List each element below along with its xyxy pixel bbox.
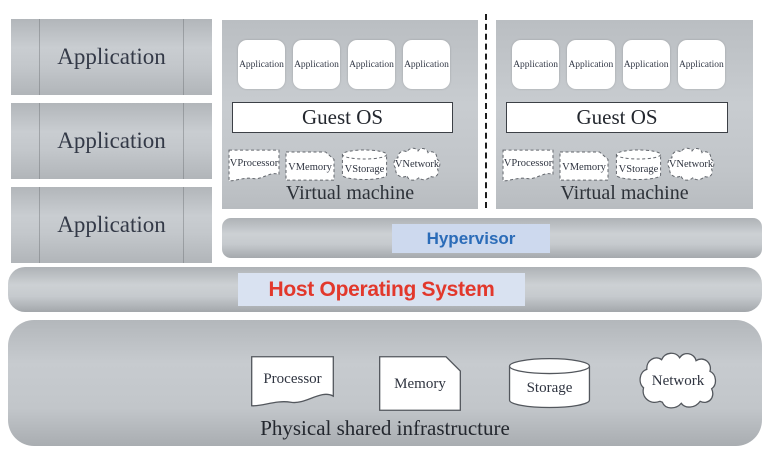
vm-divider-dashed-line [485,14,487,208]
vstorage-label: VStorage [618,164,659,175]
vmemory-shape: VMemory [285,151,335,181]
vprocessor-shape: VProcessor [228,149,280,184]
cloud-icon [392,147,442,182]
cylinder-icon [507,357,592,410]
card-icon [559,151,609,181]
cylinder-icon [341,149,388,181]
vm-application-box: Application [238,40,285,89]
virtual-machine-panel: Application Application Application Appl… [222,20,478,209]
vm-application-label: Application [513,59,559,70]
guest-os-label: Guest OS [301,105,384,129]
cylinder-icon [615,149,662,181]
host-application-box: Application [11,19,212,95]
document-icon [250,355,335,411]
physical-infrastructure-panel: Processor Memory Storage Network Physica… [8,320,762,446]
network-label: Network [651,372,705,389]
card-icon [378,355,462,412]
vm-application-label: Application [404,59,449,70]
cloud-icon [637,351,719,411]
vm-applications-row: Application Application Application Appl… [512,40,725,89]
processor-shape: Processor [250,355,335,411]
vnetwork-label: VNetwork [394,159,440,170]
virtual-machine-panel: Application Application Application Appl… [496,20,753,209]
document-icon [228,149,280,184]
vprocessor-shape: VProcessor [502,149,554,184]
host-application-label: Application [57,212,166,237]
vstorage-shape: VStorage [615,149,662,181]
vm-application-box: Application [622,40,670,89]
vm-application-box: Application [348,40,395,89]
network-shape: Network [637,351,719,411]
host-os-label-box: Host Operating System [238,273,525,306]
hypervisor-label-box: Hypervisor [392,224,550,253]
host-application-label: Application [57,128,166,153]
host-os-bar: Host Operating System [8,267,762,312]
hypervisor-bar: Hypervisor [222,218,762,258]
memory-label: Memory [394,376,446,392]
guest-os-box: Guest OS [232,102,453,133]
vm-application-label: Application [568,59,614,70]
vm-applications-row: Application Application Application Appl… [238,40,450,89]
host-os-label: Host Operating System [268,277,495,301]
host-application-box: Application [11,187,212,263]
vnetwork-shape: VNetwork [666,147,716,182]
hypervisor-label: Hypervisor [426,228,516,248]
vm-application-label: Application [239,59,284,70]
vm-caption: Virtual machine [285,182,415,204]
vm-application-label: Application [623,59,669,70]
memory-shape: Memory [378,355,462,412]
vm-application-box: Application [512,40,560,89]
host-application-box: Application [11,103,212,179]
vmemory-label: VMemory [562,161,606,173]
physical-infrastructure-caption: Physical shared infrastructure [260,416,510,440]
vm-application-box: Application [403,40,450,89]
host-application-label: Application [57,44,166,69]
storage-shape: Storage [507,357,592,410]
vprocessor-label: VProcessor [503,157,553,169]
vprocessor-label: VProcessor [229,157,279,169]
processor-label: Processor [263,371,322,387]
guest-os-box: Guest OS [506,102,728,133]
vm-application-label: Application [349,59,394,70]
vm-application-box: Application [293,40,340,89]
vnetwork-shape: VNetwork [392,147,442,182]
vm-caption: Virtual machine [560,182,689,204]
vm-application-box: Application [567,40,615,89]
vstorage-label: VStorage [344,164,385,175]
vnetwork-label: VNetwork [668,159,714,170]
storage-label: Storage [526,379,573,396]
vmemory-shape: VMemory [559,151,609,181]
vstorage-shape: VStorage [341,149,388,181]
card-icon [285,151,335,181]
vm-application-box: Application [677,40,725,89]
vm-application-label: Application [294,59,339,70]
guest-os-label: Guest OS [576,105,658,129]
vmemory-label: VMemory [288,161,332,173]
document-icon [502,149,554,184]
cloud-icon [666,147,716,182]
vm-application-label: Application [678,59,724,70]
